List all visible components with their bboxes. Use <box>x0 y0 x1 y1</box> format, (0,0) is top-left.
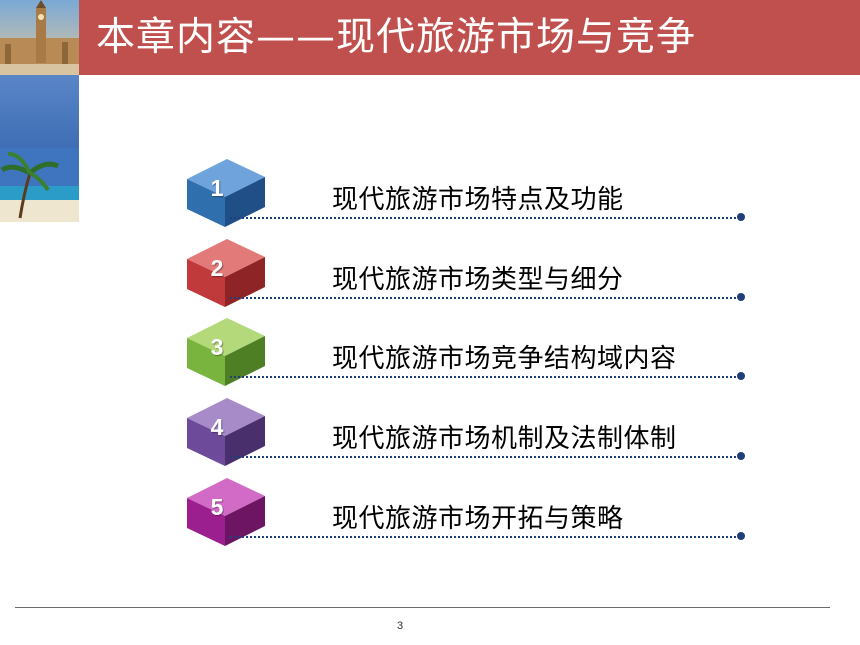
item-number: 3 <box>210 334 224 360</box>
agenda-item-5[interactable]: 5 现代旅游市场开拓与策略 <box>185 476 745 556</box>
item-number: 5 <box>210 494 224 520</box>
item-number: 4 <box>210 414 224 440</box>
divider-endpoint <box>737 452 745 460</box>
item-label: 现代旅游市场机制及法制体制 <box>332 424 677 454</box>
page-number: 3 <box>396 620 404 632</box>
item-label: 现代旅游市场特点及功能 <box>332 185 624 215</box>
cube-icon <box>187 159 265 227</box>
dotted-divider <box>230 217 740 219</box>
big-ben-photo <box>0 0 79 75</box>
dotted-divider <box>230 536 740 538</box>
cube-icon <box>187 239 265 307</box>
divider-endpoint <box>737 372 745 380</box>
page-title: 本章内容——现代旅游市场与竞争 <box>96 15 697 60</box>
agenda-item-1[interactable]: 1 现代旅游市场特点及功能 <box>185 157 745 237</box>
dotted-divider <box>230 297 740 299</box>
cube-icon <box>187 478 265 546</box>
dotted-divider <box>230 456 740 458</box>
agenda-item-2[interactable]: 2 现代旅游市场类型与细分 <box>185 237 745 317</box>
cube-icon <box>187 398 265 466</box>
item-label: 现代旅游市场竞争结构域内容 <box>332 344 677 374</box>
item-number: 2 <box>210 255 224 281</box>
item-label: 现代旅游市场类型与细分 <box>332 265 624 295</box>
agenda-item-4[interactable]: 4 现代旅游市场机制及法制体制 <box>185 396 745 476</box>
palm-beach-photo <box>0 148 79 222</box>
cube-icon <box>187 318 265 386</box>
dotted-divider <box>230 376 740 378</box>
agenda-item-3[interactable]: 3 现代旅游市场竞争结构域内容 <box>185 316 745 396</box>
divider-endpoint <box>737 532 745 540</box>
blue-panel <box>0 75 79 148</box>
item-label: 现代旅游市场开拓与策略 <box>332 504 624 534</box>
item-number: 1 <box>210 175 224 201</box>
title-bar <box>79 0 860 75</box>
footer-divider <box>15 607 830 608</box>
divider-endpoint <box>737 213 745 221</box>
divider-endpoint <box>737 293 745 301</box>
